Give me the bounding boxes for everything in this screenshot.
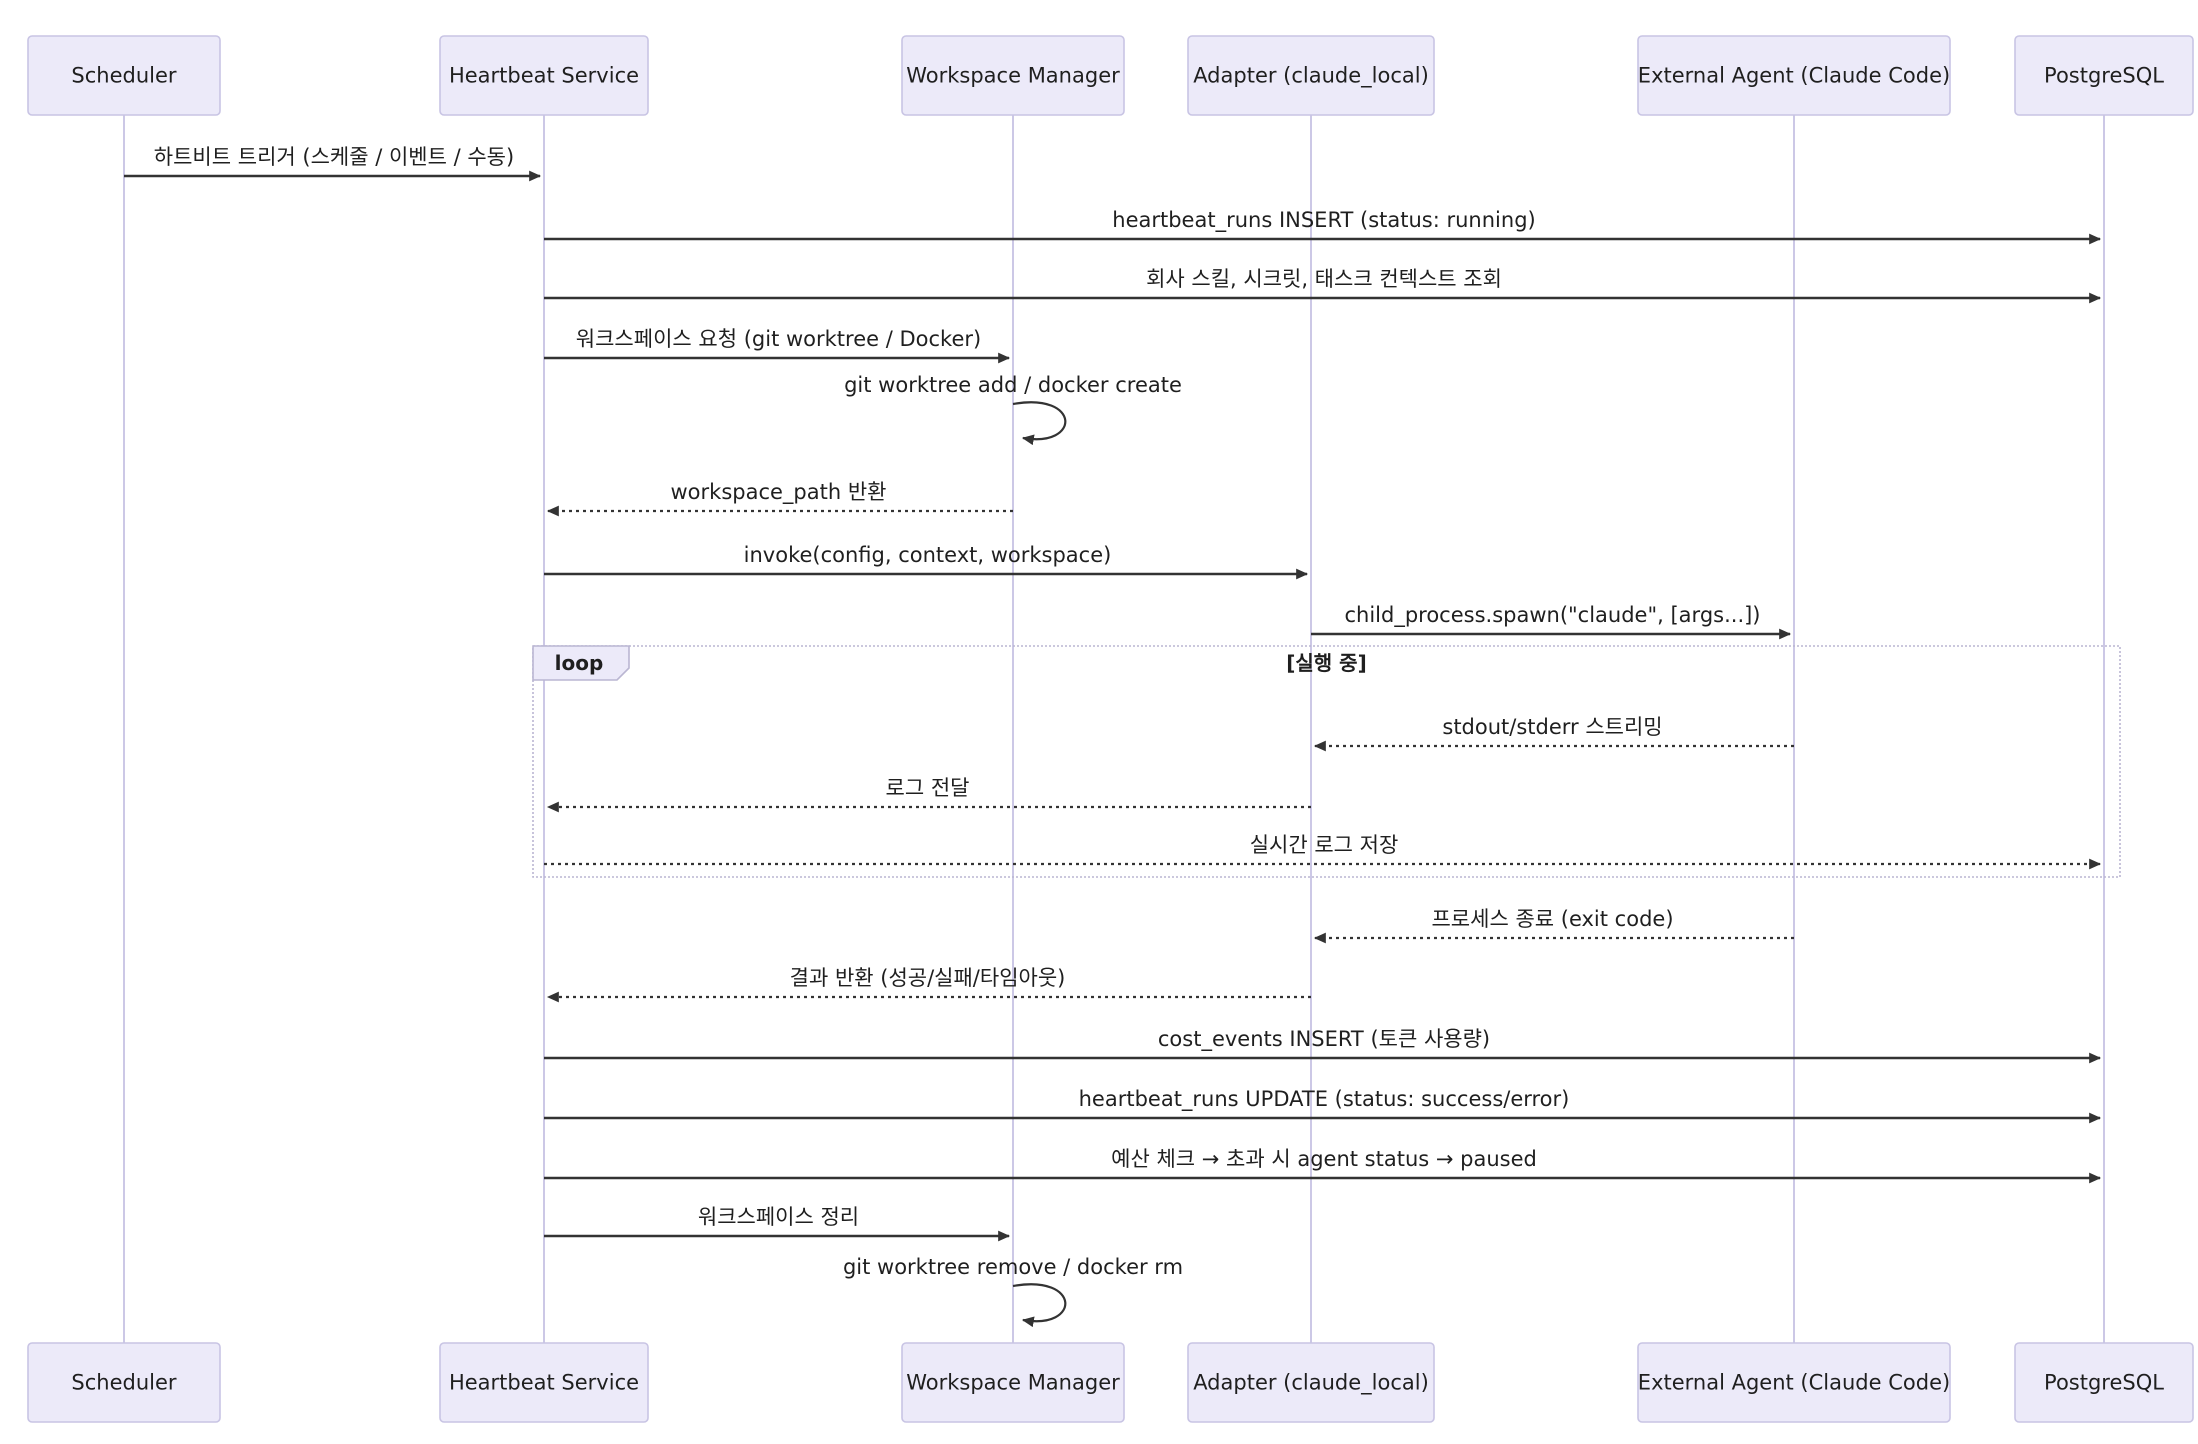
actor-label-top-postgresql: PostgreSQL: [2044, 64, 2164, 88]
actor-label-bottom-external-agent: External Agent (Claude Code): [1638, 1371, 1950, 1395]
actor-box-top-adapter: [1187, 35, 1435, 116]
actor-box-bottom-workspace-manager: [901, 1342, 1125, 1423]
actor-label-top-adapter: Adapter (claude_local): [1193, 64, 1429, 89]
loop-condition: [실행 중]: [1286, 651, 1366, 675]
message-label: workspace_path 반환: [671, 480, 887, 505]
actor-box-bottom-postgresql: [2014, 1342, 2194, 1423]
message-label: 예산 체크 → 초과 시 agent status → paused: [1111, 1147, 1537, 1171]
message-label: heartbeat_runs UPDATE (status: success/e…: [1079, 1087, 1570, 1112]
message-label: 프로세스 종료 (exit code): [1431, 907, 1673, 931]
message-label: 회사 스킬, 시크릿, 태스크 컨텍스트 조회: [1146, 267, 1502, 291]
actor-label-top-scheduler: Scheduler: [71, 64, 176, 88]
actor-box-bottom-adapter: [1187, 1342, 1435, 1423]
message-label: child_process.spawn("claude", [args...]): [1344, 603, 1760, 628]
message-label: 실시간 로그 저장: [1250, 833, 1399, 857]
loop-label: loop: [555, 651, 604, 675]
self-message-label: git worktree add / docker create: [844, 373, 1182, 397]
actor-label-top-workspace-manager: Workspace Manager: [906, 64, 1120, 88]
loop-frame: [532, 645, 2121, 878]
message-label: heartbeat_runs INSERT (status: running): [1112, 208, 1535, 233]
actor-box-top-scheduler: [27, 35, 221, 116]
message-label: cost_events INSERT (토큰 사용량): [1158, 1027, 1490, 1052]
actor-label-bottom-postgresql: PostgreSQL: [2044, 1371, 2164, 1395]
actor-box-bottom-heartbeat-service: [439, 1342, 649, 1423]
actor-label-top-external-agent: External Agent (Claude Code): [1638, 64, 1950, 88]
actor-box-bottom-external-agent: [1637, 1342, 1951, 1423]
message-label: invoke(config, context, workspace): [744, 543, 1112, 567]
message-label: 워크스페이스 정리: [698, 1205, 859, 1229]
message-label: 워크스페이스 요청 (git worktree / Docker): [576, 327, 981, 351]
actor-box-bottom-scheduler: [27, 1342, 221, 1423]
actor-label-bottom-workspace-manager: Workspace Manager: [906, 1371, 1120, 1395]
actor-box-top-workspace-manager: [901, 35, 1125, 116]
self-message-arrow: [1012, 1283, 1067, 1328]
actor-label-bottom-adapter: Adapter (claude_local): [1193, 1371, 1429, 1396]
actor-box-top-external-agent: [1637, 35, 1951, 116]
loop-label-tab: [532, 645, 630, 681]
message-label: stdout/stderr 스트리밍: [1442, 715, 1662, 739]
actor-box-top-postgresql: [2014, 35, 2194, 116]
message-label: 하트비트 트리거 (스케줄 / 이벤트 / 수동): [154, 145, 514, 169]
message-label: 결과 반환 (성공/실패/타임아웃): [790, 966, 1066, 990]
self-message-label: git worktree remove / docker rm: [843, 1255, 1183, 1279]
actor-label-top-heartbeat-service: Heartbeat Service: [449, 64, 639, 88]
self-message-arrow: [1012, 401, 1067, 446]
actor-box-top-heartbeat-service: [439, 35, 649, 116]
actor-label-bottom-heartbeat-service: Heartbeat Service: [449, 1371, 639, 1395]
message-label: 로그 전달: [886, 776, 970, 800]
actor-label-bottom-scheduler: Scheduler: [71, 1371, 176, 1395]
